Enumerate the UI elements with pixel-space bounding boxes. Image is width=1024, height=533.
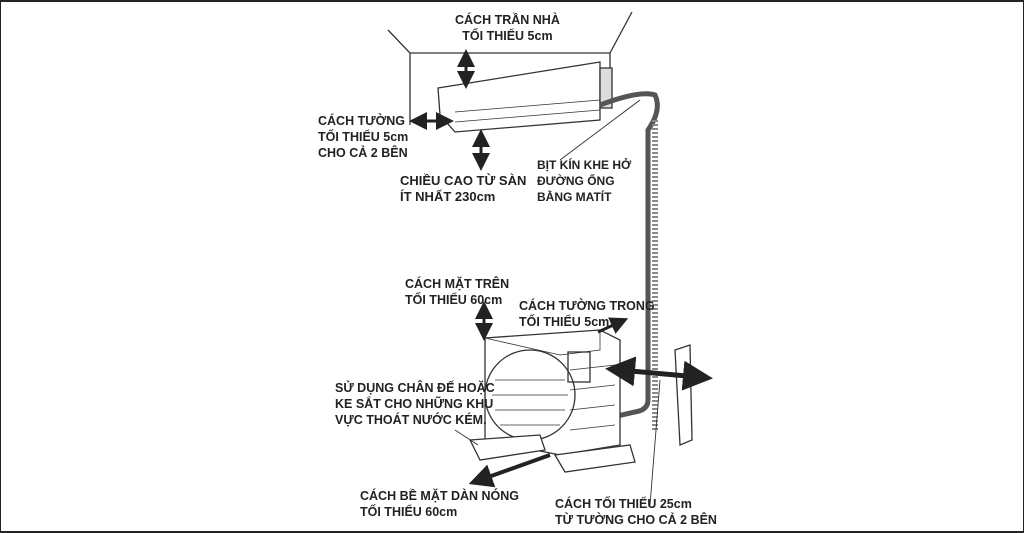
pipe [599, 91, 660, 423]
indoor-unit [437, 61, 613, 133]
wall-bracket [674, 344, 693, 446]
side-distance-arrow [605, 356, 713, 391]
wall-lines [387, 11, 633, 125]
inner-wall-arrow [597, 317, 629, 334]
stand-feet [468, 434, 636, 473]
condenser-face-arrow [468, 453, 551, 488]
outdoor-unit [484, 329, 621, 456]
